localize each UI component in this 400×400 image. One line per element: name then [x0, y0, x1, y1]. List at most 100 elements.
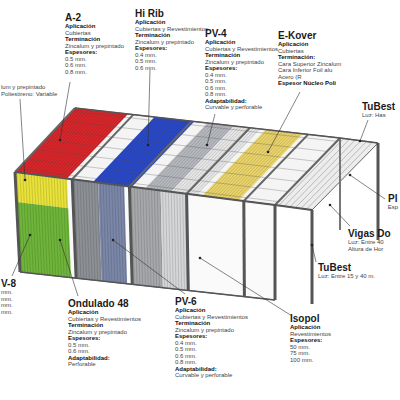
spec-text: Aplicación: [68, 309, 98, 316]
spec-text: Cubiertas y Revestimientos: [135, 26, 208, 33]
leader-dot: [24, 179, 27, 182]
leader-line: [113, 240, 185, 294]
spec-text: Espesor Núcleo Poli: [278, 80, 336, 87]
rafter: [187, 128, 250, 194]
leader-dot: [267, 151, 270, 154]
leader-dot: [329, 204, 332, 207]
spec-text: Luz: Entre 40: [348, 239, 384, 246]
panel-rib: [24, 203, 27, 273]
panel-rib: [30, 204, 33, 274]
spec-text: Zincalum y prepintado: [175, 327, 234, 334]
panel-rib: [20, 173, 21, 203]
spec-text: 0.5 mm.: [65, 56, 87, 63]
rafter: [275, 138, 340, 205]
leader-dot: [359, 140, 362, 143]
base-line: [20, 272, 275, 300]
column: [187, 194, 189, 291]
panel-rib: [56, 207, 59, 276]
leader-dot: [29, 234, 32, 237]
panel-rib: [123, 186, 126, 284]
spec-text: Espesores:: [65, 49, 97, 56]
spec-text: mm.: [1, 289, 13, 296]
spec-text: Luz: Entre 15 y 40 m.: [318, 273, 375, 280]
panel-rib: [171, 192, 173, 289]
product-name: Vigas Do: [348, 228, 391, 239]
spec-text: Cara Inferior Foil alu: [278, 67, 332, 74]
spec-text: Acero (R: [278, 74, 302, 81]
panel-rib: [106, 184, 109, 282]
spec-text: 75 mm.: [290, 350, 310, 357]
leader-dot: [147, 144, 150, 147]
panel-rib: [152, 189, 154, 286]
wall-panel: [129, 187, 162, 288]
spec-text: Aplicación: [205, 39, 235, 46]
leader-line: [207, 114, 215, 145]
spec-text: Poliestireno: Variable: [1, 91, 57, 98]
column: [274, 205, 277, 300]
panel-rib: [29, 174, 30, 204]
eave-beam: [15, 172, 275, 205]
column: [242, 201, 246, 297]
panel-rib: [134, 187, 137, 285]
panel-rib: [100, 183, 103, 281]
leader-line: [360, 120, 368, 141]
spec-text: Terminación: [68, 322, 103, 329]
panel-rib: [183, 193, 185, 290]
product-name: E-Kover: [278, 30, 316, 41]
leader-line: [148, 70, 150, 145]
panel-rib: [57, 177, 58, 207]
spec-text: 0.6 mm.: [175, 353, 197, 360]
product-name: Ondulado 48: [68, 298, 129, 309]
leader-dot: [349, 174, 352, 177]
spec-text: mm.: [1, 309, 13, 316]
leader-line: [60, 240, 78, 296]
panel-rib: [64, 208, 67, 277]
spec-text: 0.4 mm.: [175, 340, 197, 347]
panel-rib: [103, 183, 106, 281]
panel-rib: [112, 184, 115, 282]
wall-panel: [72, 179, 101, 281]
wall-panel: [98, 183, 127, 284]
spec-text: 0.5 mm.: [205, 78, 227, 85]
panel-rib: [89, 181, 93, 280]
panel-rib: [40, 175, 41, 205]
wall-panel: [17, 202, 72, 278]
panel-rib: [33, 204, 36, 274]
rafter: [244, 134, 308, 201]
spec-text: Zincalum y prepintado: [205, 59, 264, 66]
panel-rib: [38, 205, 41, 275]
panel-rib: [53, 206, 56, 276]
spec-text: Cubiertas: [278, 48, 304, 55]
spec-text: Terminación: [205, 52, 240, 59]
spec-text: Cara Superior Zincalum: [278, 61, 341, 68]
spec-text: Cubiertas y Revestimientos: [175, 314, 248, 321]
leader-line: [12, 235, 30, 276]
spec-text: 0.4 mm.: [135, 52, 157, 59]
ridge-beam: [75, 108, 340, 138]
panel-rib: [109, 184, 112, 282]
panel-rib: [54, 177, 55, 207]
spec-text: Terminación: [65, 36, 100, 43]
panel-rib: [146, 189, 148, 286]
product-name: PV-4: [205, 28, 227, 39]
panel-rib: [60, 178, 61, 208]
spec-text: 0.6 mm.: [135, 65, 157, 72]
product-name: Pl: [388, 193, 397, 204]
spec-text: mm.: [1, 296, 13, 303]
panel-rib: [163, 191, 165, 288]
panel-rib: [168, 191, 170, 288]
column: [15, 172, 20, 272]
spec-text: 0.4 mm.: [205, 72, 227, 79]
product-name: TuBest: [362, 101, 395, 112]
panel-rib: [51, 177, 52, 207]
panel-rib: [91, 182, 95, 281]
spec-text: Zincalum y prepintado: [135, 39, 194, 46]
panel-rib: [47, 206, 50, 276]
spec-text: Perforable: [68, 361, 96, 368]
leader-line: [20, 99, 25, 180]
product-name: A-2: [65, 12, 81, 23]
rafter: [72, 115, 133, 180]
panel-rib: [31, 174, 32, 204]
spec-text: 50 mm.: [290, 344, 310, 351]
